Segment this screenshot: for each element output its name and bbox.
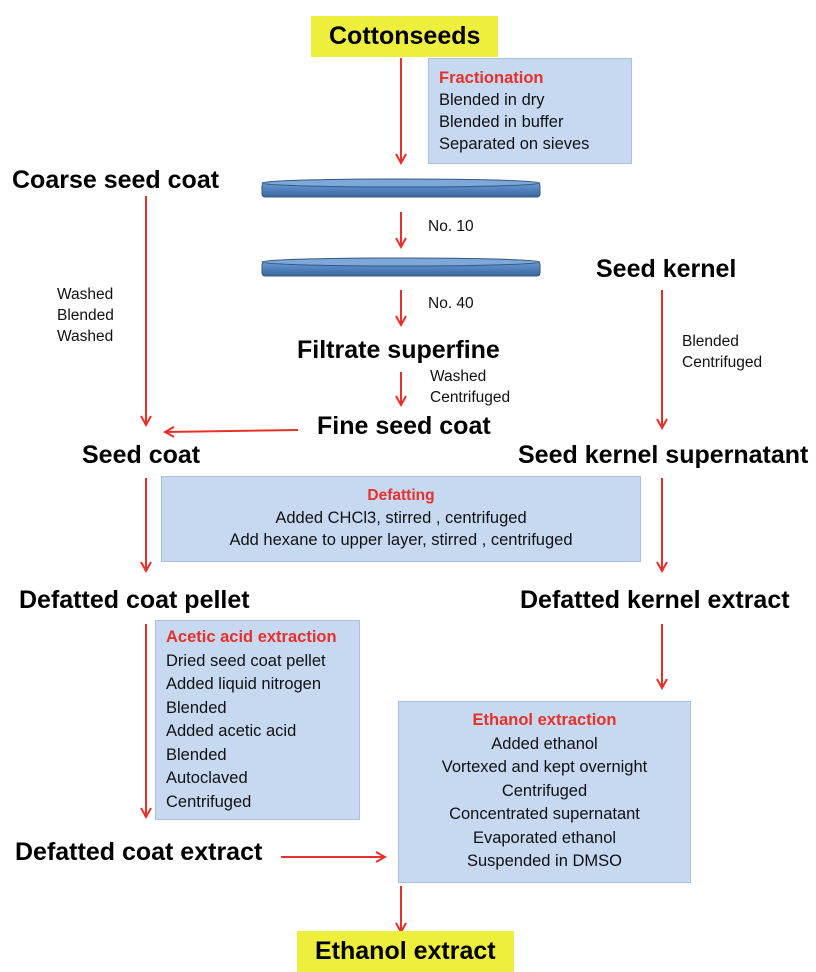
sieve-no40: [261, 257, 541, 277]
defatting-step: Add hexane to upper layer, stirred , cen…: [229, 531, 573, 549]
sieve-no40-label: No. 40: [428, 295, 474, 312]
node-seed-kernel: Seed kernel: [596, 255, 737, 283]
acetic-acid-step: Blended: [166, 698, 227, 717]
superfine-step: Centrifuged: [430, 389, 511, 406]
fractionation-step: Separated on sieves: [439, 135, 590, 153]
sieve-no10-label: No. 10: [428, 218, 474, 235]
ethanol-extraction-step: Added ethanol: [491, 734, 598, 753]
kernel-step: Centrifuged: [682, 354, 763, 371]
kernel-steps: Blended Centrifuged: [682, 331, 762, 373]
ethanol-extraction-title: Ethanol extraction: [472, 711, 617, 729]
coarse-step: Blended: [57, 307, 114, 324]
acetic-acid-step: Centrifuged: [166, 792, 252, 811]
node-defatted-coat-extract: Defatted coat extract: [15, 838, 263, 866]
node-ethanol-extract: Ethanol extract: [297, 931, 514, 972]
ethanol-extraction-step: Suspended in DMSO: [466, 852, 622, 870]
node-seed-kernel-supernatant: Seed kernel supernatant: [518, 441, 809, 469]
ethanol-extraction-step: Evaporated ethanol: [472, 828, 617, 847]
ethanol-extraction-step: Concentrated supernatant: [449, 805, 640, 823]
ethanol-extraction-step: Vortexed and kept overnight: [441, 758, 648, 776]
fractionation-box: Fractionation Blended in dry Blended in …: [428, 58, 632, 164]
fractionation-title: Fractionation: [439, 69, 544, 87]
acetic-acid-title: Acetic acid extraction: [166, 628, 337, 646]
coarse-steps: Washed Blended Washed: [57, 284, 114, 347]
acetic-acid-box: Acetic acid extraction Dried seed coat p…: [155, 620, 360, 820]
superfine-step: Washed: [430, 368, 487, 385]
fractionation-step: Blended in buffer: [439, 113, 564, 131]
sieve-no10: [261, 178, 541, 198]
ethanol-extraction-box: Ethanol extraction Added ethanol Vortexe…: [398, 701, 691, 883]
acetic-acid-step: Added acetic acid: [166, 722, 297, 740]
ethanol-extraction-step: Centrifuged: [501, 781, 588, 800]
defatting-step: Added CHCl3, stirred , centrifuged: [275, 509, 527, 527]
fractionation-step: Blended in dry: [439, 91, 545, 109]
superfine-steps: Washed Centrifuged: [430, 366, 510, 408]
defatting-title: Defatting: [367, 487, 435, 504]
acetic-acid-step: Autoclaved: [166, 769, 248, 787]
node-cottonseeds: Cottonseeds: [311, 16, 499, 57]
acetic-acid-step: Added liquid nitrogen: [166, 675, 322, 693]
node-defatted-coat-pellet: Defatted coat pellet: [19, 586, 250, 614]
node-fine-seed-coat: Fine seed coat: [317, 412, 491, 440]
defatting-box: Defatting Added CHCl3, stirred , centrif…: [161, 476, 641, 562]
acetic-acid-step: Blended: [166, 745, 227, 764]
node-filtrate-superfine: Filtrate superfine: [297, 336, 500, 364]
acetic-acid-step: Dried seed coat pellet: [166, 651, 326, 670]
coarse-step: Washed: [57, 286, 114, 303]
node-coarse-seed-coat: Coarse seed coat: [12, 166, 220, 194]
node-defatted-kernel-extract: Defatted kernel extract: [520, 586, 790, 614]
coarse-step: Washed: [57, 328, 114, 345]
arrow-fine-to-seedcoat: [165, 430, 299, 432]
node-seed-coat: Seed coat: [82, 441, 201, 469]
kernel-step: Blended: [682, 333, 739, 350]
